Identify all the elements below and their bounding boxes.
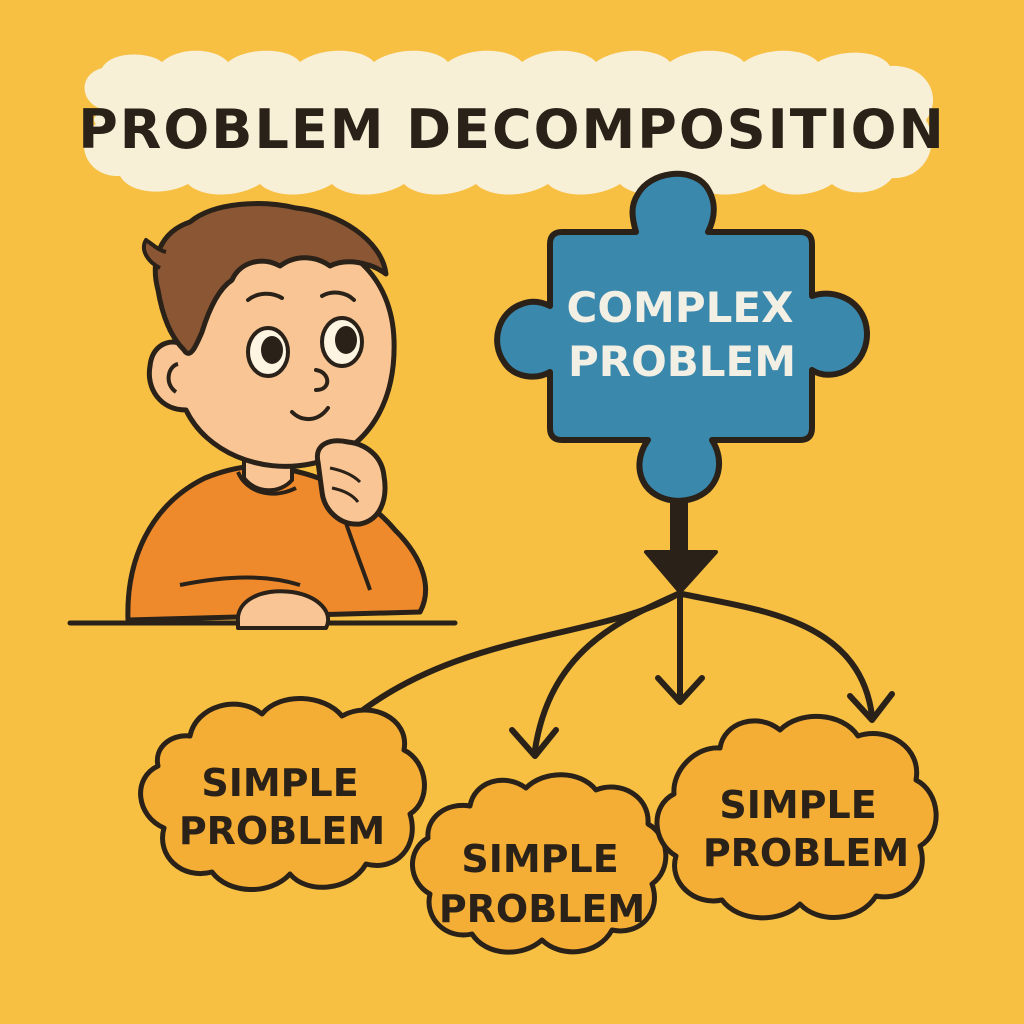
decomposition-arrows — [347, 495, 895, 759]
complex-problem-line2: PROBLEM — [568, 337, 796, 386]
simple-cloud-shape-3 — [654, 714, 939, 921]
branch-arrowhead-4 — [847, 691, 895, 723]
puzzle-piece-icon: COMPLEX PROBLEM — [494, 170, 870, 504]
arm-crease — [179, 575, 301, 587]
simple-problem-2-line1: SIMPLE — [461, 837, 618, 881]
simple-problem-3-line2: PROBLEM — [703, 831, 909, 875]
shirt-collar — [236, 471, 297, 496]
title-text: PROBLEM DECOMPOSITION — [78, 98, 946, 161]
simple-problem-cloud-3: SIMPLE PROBLEM — [654, 714, 939, 921]
simple-problem-1-line2: PROBLEM — [179, 809, 385, 853]
title-banner: PROBLEM DECOMPOSITION — [78, 50, 946, 195]
hair-tuft — [141, 238, 167, 270]
simple-problem-1-line1: SIMPLE — [201, 761, 358, 805]
branch-arrowhead-3 — [655, 675, 705, 705]
title-cloud-shape — [83, 50, 934, 195]
elbow-crease — [343, 519, 372, 591]
simple-cloud-shape-1 — [138, 696, 427, 892]
simple-problem-cloud-1: SIMPLE PROBLEM — [138, 696, 427, 892]
ear — [166, 362, 179, 394]
finger-line — [329, 466, 362, 484]
complex-problem-line1: COMPLEX — [567, 283, 794, 332]
chin-hand — [314, 438, 388, 527]
nose — [314, 368, 330, 392]
simple-cloud-shape-2 — [410, 772, 669, 955]
simple-problem-2-line2: PROBLEM — [439, 887, 645, 931]
stem — [670, 495, 688, 555]
complex-problem-piece — [494, 170, 870, 504]
branch-arrowhead-2 — [509, 727, 559, 759]
stem-arrowhead — [644, 550, 718, 594]
simple-problem-cloud-2: SIMPLE PROBLEM — [410, 772, 669, 955]
finger-line-2 — [331, 486, 360, 503]
simple-problem-3-line1: SIMPLE — [719, 783, 876, 827]
resting-hand — [235, 589, 330, 630]
left-pupil — [261, 336, 283, 364]
branch-arrow-4 — [679, 591, 875, 719]
right-pupil — [335, 326, 357, 354]
left-eyebrow — [246, 291, 284, 302]
mouth — [290, 406, 330, 421]
hair — [152, 201, 389, 356]
right-eyebrow — [320, 290, 356, 302]
branch-arrow-2 — [532, 591, 681, 753]
thinking-boy-icon — [67, 201, 458, 630]
